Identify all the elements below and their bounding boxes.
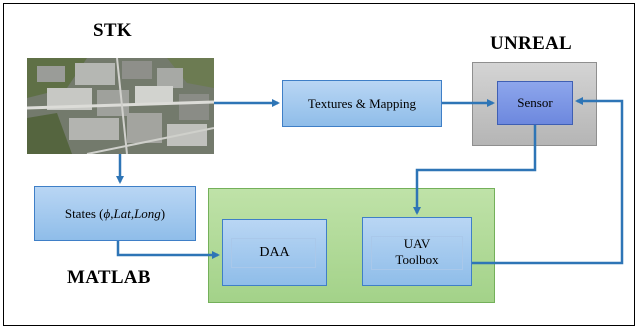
daa-inner-frame (231, 238, 316, 268)
aerial-city-graphic (27, 58, 214, 154)
states-suffix: ) (160, 205, 166, 221)
daa-box: DAA (222, 219, 327, 286)
uav-label: UAV (403, 235, 431, 251)
textures-mapping-box: Textures & Mapping (282, 80, 442, 127)
states-prefix: States ( (64, 205, 104, 221)
states-separator-1: , (110, 205, 114, 221)
uav-inner-frame (371, 236, 463, 270)
diagram-frame (3, 3, 635, 326)
unreal-title: UNREAL (490, 33, 573, 54)
states-separator-2: , (130, 205, 135, 221)
aerial-city-image (27, 58, 214, 154)
states-lat: Lat (113, 205, 131, 221)
states-phi: ϕ (103, 205, 111, 221)
stk-title: STK (93, 20, 132, 41)
states-box: States (ϕ, Lat, Long) (34, 186, 196, 241)
toolbox-label: Toolbox (395, 251, 439, 267)
states-long: Long (134, 205, 161, 221)
matlab-title: MATLAB (67, 267, 151, 288)
uav-toolbox-box: UAV Toolbox (362, 217, 472, 286)
sensor-box: Sensor (497, 81, 573, 125)
